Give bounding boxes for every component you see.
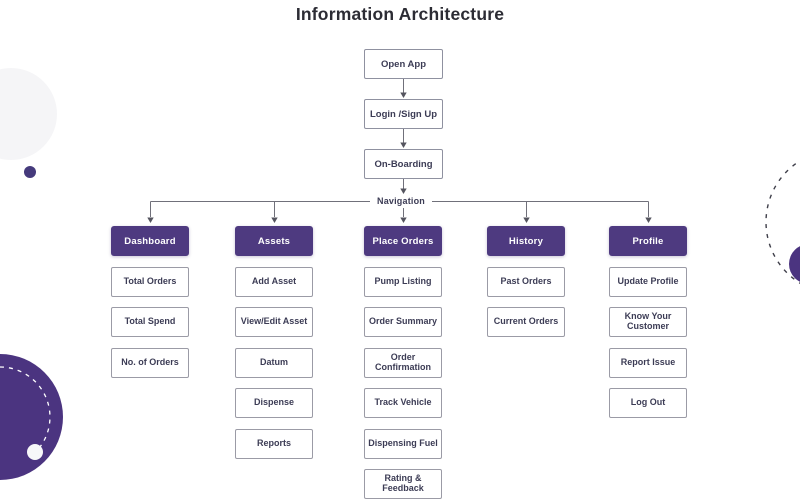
- node-rating-feedback: Rating & Feedback: [364, 469, 442, 499]
- flow-box-login-sign-up: Login /Sign Up: [364, 99, 443, 129]
- node-track-vehicle: Track Vehicle: [364, 388, 442, 418]
- section-header-history: History: [487, 226, 565, 256]
- node-order-summary: Order Summary: [364, 307, 442, 337]
- node-current-orders: Current Orders: [487, 307, 565, 337]
- purple-dot-left: [24, 166, 36, 178]
- node-datum: Datum: [235, 347, 313, 378]
- purple-circle-bottom-left: [0, 354, 63, 480]
- section-header-dashboard: Dashboard: [111, 226, 189, 256]
- node-dispense: Dispense: [235, 388, 313, 418]
- flow-box-on-boarding: On-Boarding: [364, 149, 443, 179]
- white-dot-bottom-left: [27, 444, 43, 460]
- section-header-assets: Assets: [235, 226, 313, 256]
- page-title: Information Architecture: [295, 4, 505, 24]
- node-view-edit-asset: View/Edit Asset: [235, 307, 313, 337]
- node-past-orders: Past Orders: [487, 266, 565, 297]
- dashed-arc-bottom-left: [0, 366, 51, 450]
- node-pump-listing: Pump Listing: [364, 266, 442, 297]
- light-blob-top-left: [0, 68, 57, 160]
- purple-circle-right: [789, 246, 800, 282]
- node-report-issue: Report Issue: [609, 347, 687, 378]
- section-header-place-orders: Place Orders: [364, 226, 442, 256]
- section-header-profile: Profile: [609, 226, 687, 256]
- node-no-of-orders: No. of Orders: [111, 347, 189, 378]
- node-log-out: Log Out: [609, 388, 687, 418]
- node-know-your-customer: Know Your Customer: [609, 307, 687, 337]
- node-dispensing-fuel: Dispensing Fuel: [364, 428, 442, 459]
- node-total-orders: Total Orders: [111, 266, 189, 297]
- connector-arrowheads: [147, 92, 652, 223]
- node-order-confirmation: Order Confirmation: [364, 347, 442, 378]
- navigation-label: Navigation: [369, 196, 433, 206]
- node-update-profile: Update Profile: [609, 266, 687, 297]
- node-reports: Reports: [235, 428, 313, 459]
- node-add-asset: Add Asset: [235, 266, 313, 297]
- node-total-spend: Total Spend: [111, 307, 189, 337]
- flow-box-open-app: Open App: [364, 49, 443, 79]
